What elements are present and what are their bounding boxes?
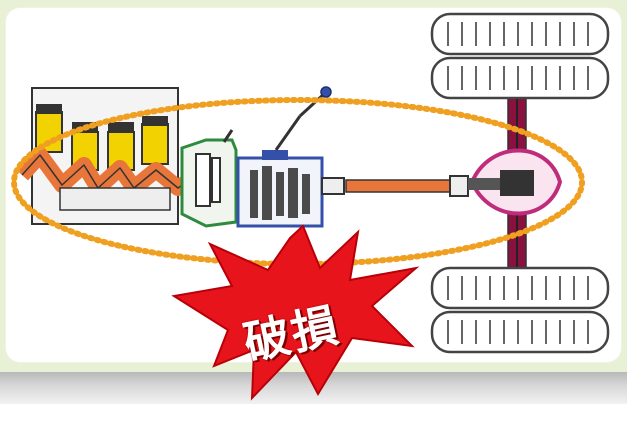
universal-joint — [449, 175, 469, 197]
tire-bottom-inner — [430, 266, 610, 310]
clutch-plate — [195, 153, 211, 207]
crankshaft-outline — [21, 154, 191, 189]
propeller-shaft — [345, 179, 459, 193]
cylinder-head-3 — [108, 122, 134, 132]
tire-bottom-outer — [430, 310, 610, 354]
tread-bottom-inner — [447, 276, 589, 300]
tread-top-inner — [447, 66, 589, 90]
bottom-wheels — [430, 266, 610, 354]
gear-set — [250, 166, 310, 220]
output-shaft-flange — [321, 177, 345, 195]
gear-lever-stem — [274, 115, 302, 151]
gear-4 — [288, 168, 298, 218]
pressure-plate — [211, 157, 221, 203]
tread-bottom-outer — [447, 320, 589, 344]
gear-2 — [262, 166, 272, 220]
cylinder-head-1 — [36, 104, 62, 114]
ring-gear — [500, 170, 534, 196]
damage-burst — [171, 224, 420, 401]
gear-lever — [274, 86, 332, 151]
cylinder-head-4 — [142, 116, 168, 126]
pinion — [468, 178, 500, 190]
rear-differential — [468, 148, 563, 216]
cylinder-4 — [141, 123, 169, 165]
gear-3 — [276, 172, 284, 216]
gear-knob — [320, 86, 332, 98]
rear-wheels — [430, 12, 610, 354]
tire-top-outer — [430, 12, 610, 56]
tread-top-outer — [447, 22, 589, 46]
tire-top-inner — [430, 56, 610, 100]
oil-pan — [59, 187, 171, 211]
clutch-fork — [222, 129, 234, 143]
gearbox-top — [262, 150, 288, 160]
cylinder-1 — [35, 111, 63, 153]
gear-5 — [302, 174, 310, 214]
clutch — [180, 129, 238, 228]
gearbox — [236, 150, 345, 228]
top-wheels — [430, 12, 610, 100]
gear-1 — [250, 170, 258, 218]
driveshaft — [345, 175, 469, 197]
